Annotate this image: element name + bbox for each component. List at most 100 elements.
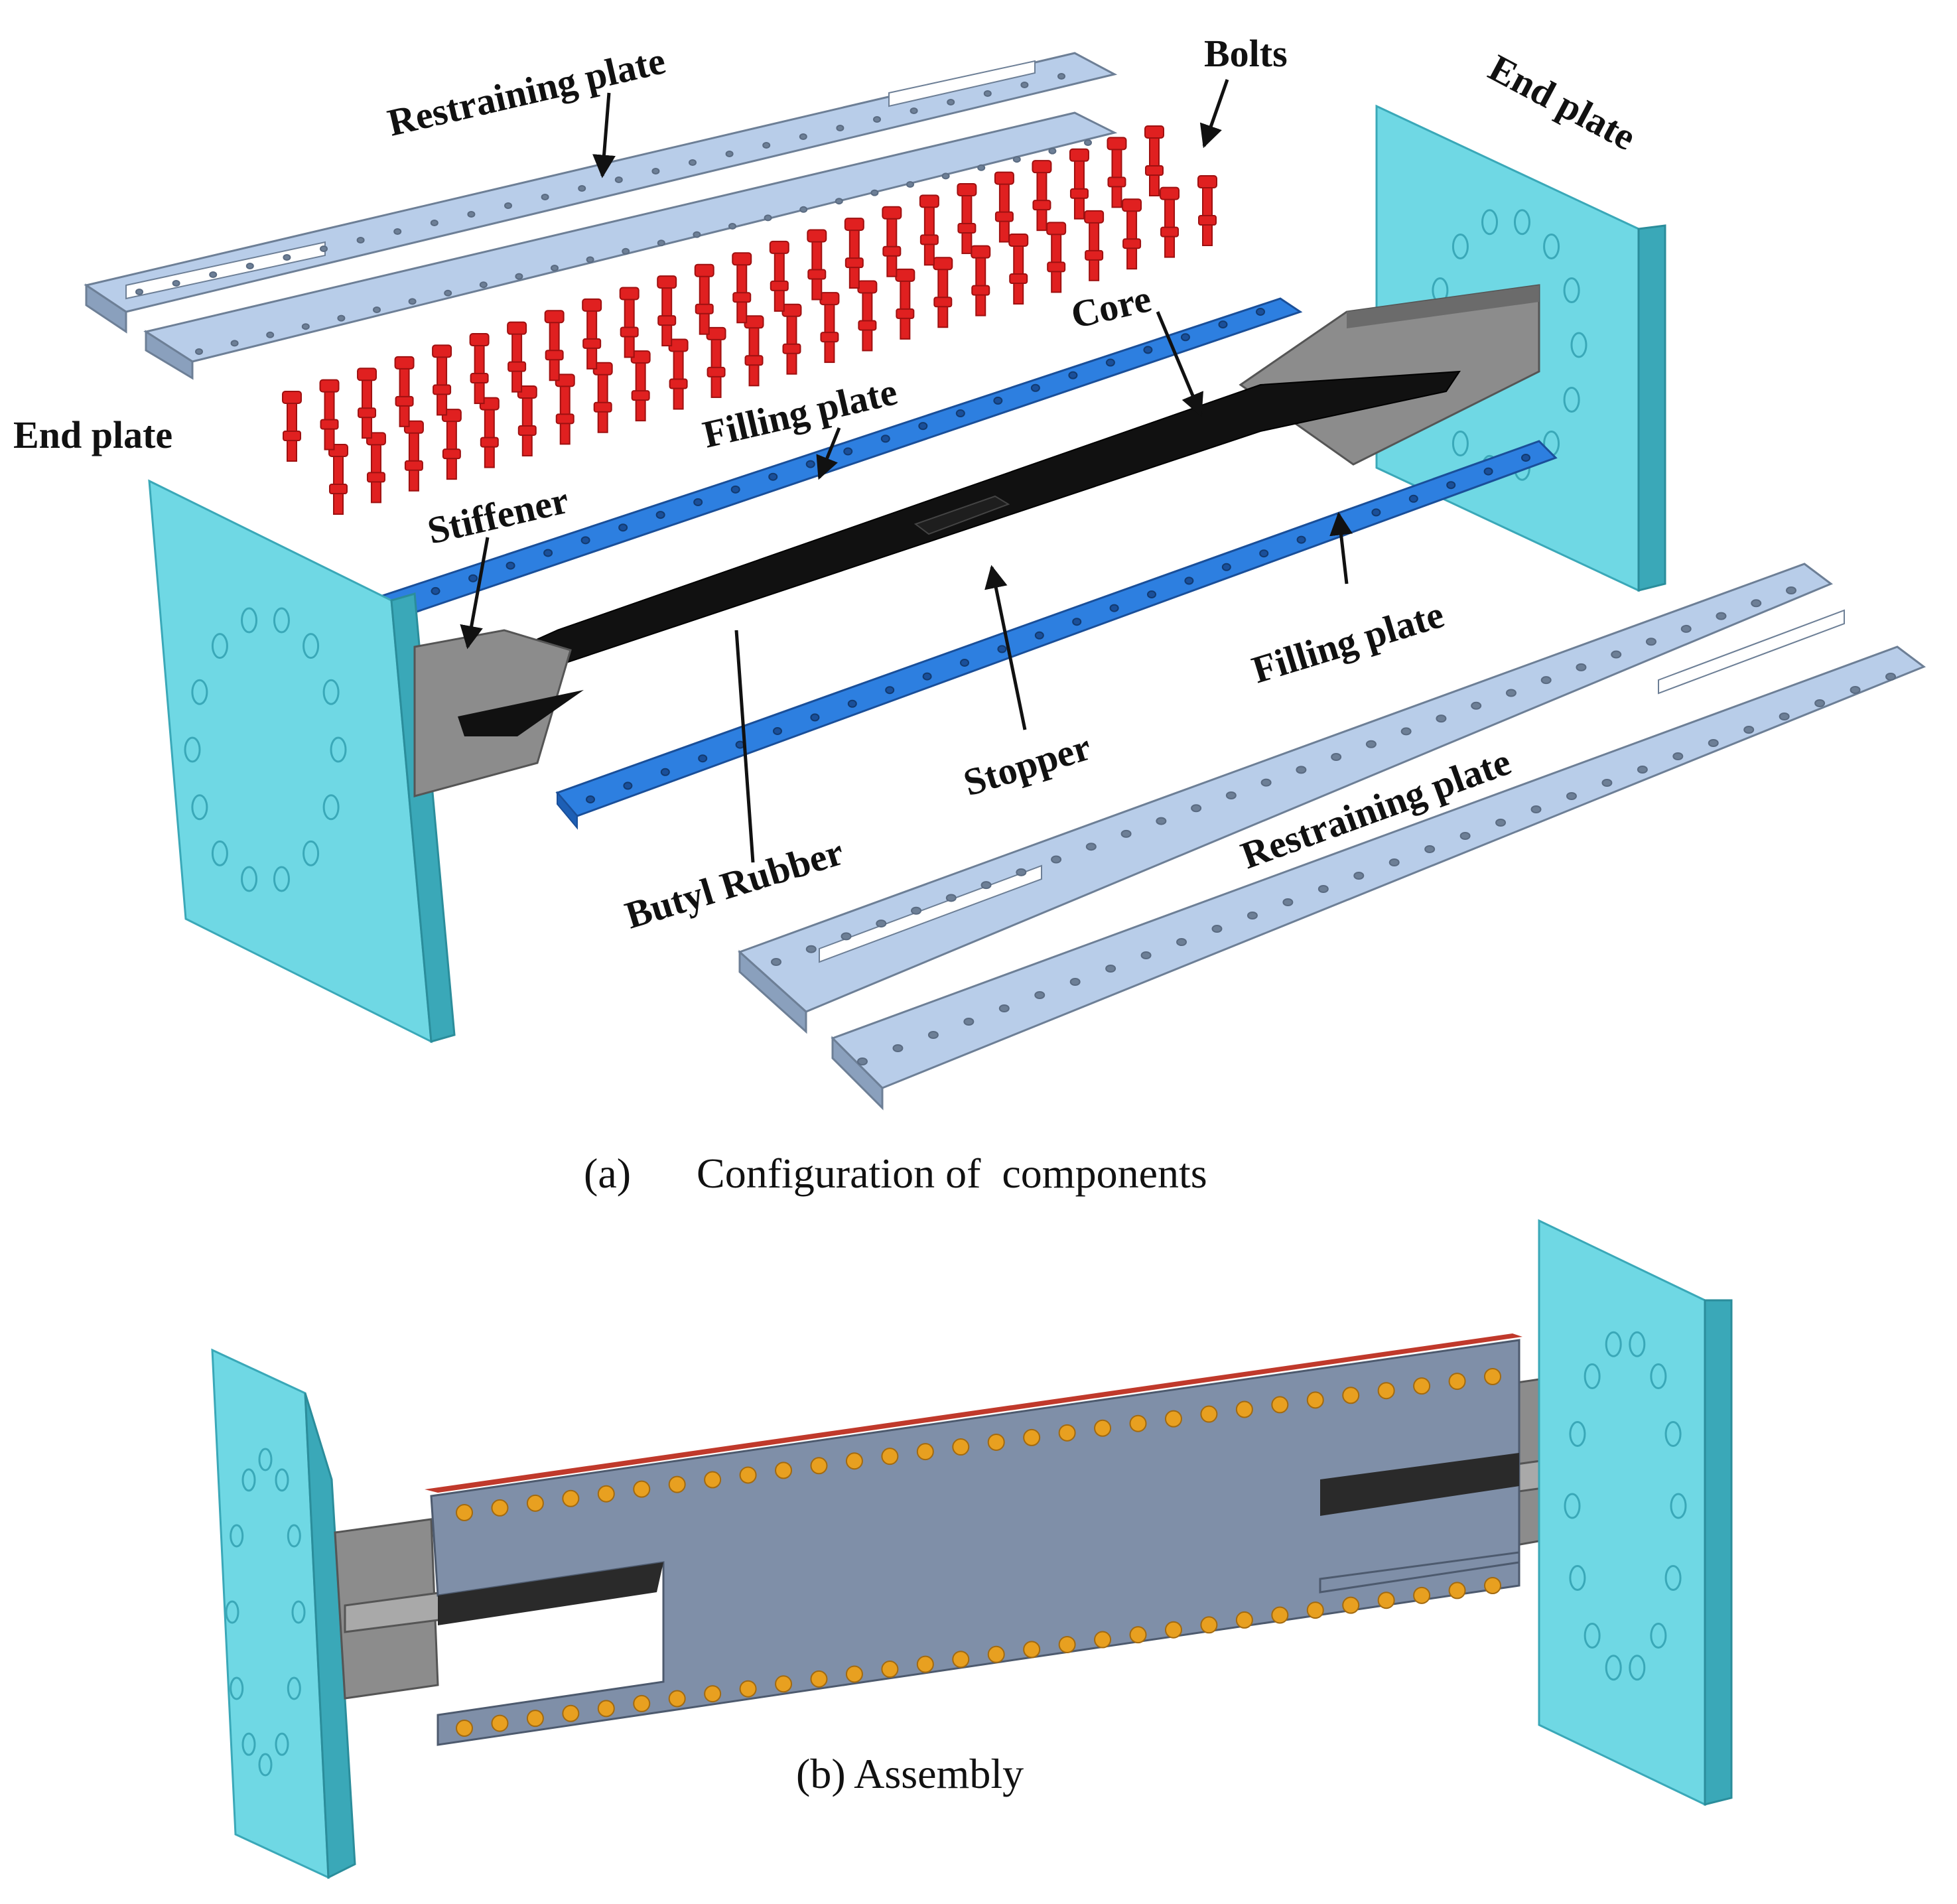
hole <box>1483 467 1493 476</box>
bolt-hole <box>322 679 340 705</box>
hole <box>1271 1606 1289 1624</box>
label-end-plate-left: End plate <box>13 413 172 456</box>
hole <box>843 447 853 456</box>
bolt-hole <box>1670 1493 1687 1519</box>
bolt-hole <box>241 866 258 892</box>
bolt-nut <box>707 366 726 377</box>
hole <box>245 263 254 269</box>
hole <box>693 231 701 238</box>
hole <box>408 298 417 305</box>
hole <box>526 1710 544 1728</box>
bolt-shank <box>399 362 410 427</box>
bolt-head <box>1107 137 1127 151</box>
bolt-nut <box>782 343 801 354</box>
hole <box>841 932 852 941</box>
bolt-nut <box>919 234 939 245</box>
hole <box>504 202 512 209</box>
bolt-nut <box>593 401 612 413</box>
hole <box>1576 663 1587 671</box>
hole <box>810 713 820 722</box>
hole <box>910 107 918 114</box>
bolt-shank <box>699 270 710 335</box>
hole <box>1371 508 1381 517</box>
bolt-nut <box>329 484 348 494</box>
hole <box>918 422 928 431</box>
hole <box>580 536 590 545</box>
bolt-head <box>657 275 677 289</box>
hole <box>980 881 992 890</box>
label-butyl-rubber: Butyl Rubber <box>620 830 848 937</box>
bolt-hole <box>1569 1564 1586 1591</box>
hole <box>668 1690 686 1708</box>
hole <box>515 273 523 280</box>
hole <box>810 1457 828 1475</box>
filling-plate-bottom-holes <box>586 454 1530 803</box>
bolt-hole <box>322 794 340 821</box>
bolt-head <box>469 333 490 347</box>
hole <box>771 958 781 966</box>
hole <box>1225 791 1237 799</box>
hole <box>768 472 778 481</box>
bolt-hole <box>1570 332 1587 358</box>
bolt-head <box>933 257 953 271</box>
hole <box>1296 535 1306 544</box>
hole <box>1235 1400 1253 1418</box>
hole <box>1471 701 1482 710</box>
hole <box>1085 843 1097 851</box>
hole <box>1331 753 1342 762</box>
bolt-hole <box>1664 1564 1682 1591</box>
hole <box>1235 1611 1253 1629</box>
hole <box>1129 1626 1147 1644</box>
label-core: Core <box>1067 277 1155 337</box>
bolt-shank <box>1013 240 1024 305</box>
hole <box>1680 624 1692 633</box>
hole <box>987 1433 1005 1451</box>
bolt-nut <box>1047 261 1066 273</box>
bolt-hole <box>1513 209 1530 236</box>
bolt-shank <box>862 287 873 352</box>
assembly-end-plate-left <box>211 1348 356 1879</box>
hole <box>135 289 143 295</box>
hole <box>230 340 239 347</box>
hole <box>775 1675 793 1693</box>
bolt-head <box>619 287 640 301</box>
hole <box>805 945 817 953</box>
hole <box>799 133 807 140</box>
hole <box>773 727 782 735</box>
hole <box>1012 156 1021 163</box>
hole <box>468 574 478 582</box>
bolt-hole <box>1650 1622 1667 1649</box>
bolt-hole <box>225 1600 239 1624</box>
bolt-shank <box>370 439 381 504</box>
hole <box>906 181 914 188</box>
hole <box>1786 586 1796 594</box>
bolt-nut <box>994 211 1014 222</box>
bolt-head <box>1160 186 1180 200</box>
bolt-hole <box>1563 386 1580 413</box>
assembly-bolts <box>456 1368 1501 1737</box>
hole <box>1408 494 1418 503</box>
bolt-head <box>1144 125 1164 139</box>
label-bolts: Bolts <box>1204 32 1288 75</box>
hole <box>1296 766 1307 774</box>
hole <box>456 1504 473 1521</box>
bolt-nut <box>620 326 639 338</box>
hole <box>1048 147 1057 155</box>
hole <box>1317 885 1329 893</box>
hole <box>1424 845 1436 853</box>
hole <box>491 1714 509 1732</box>
hole <box>1779 713 1790 720</box>
bolt-head <box>282 391 302 404</box>
bolt-shank <box>848 224 860 289</box>
hole <box>1645 638 1656 646</box>
hole <box>762 142 771 149</box>
hole <box>997 645 1007 653</box>
hole <box>1105 358 1115 367</box>
hole <box>885 686 895 695</box>
bolt-nut <box>1107 176 1126 188</box>
bolt-nut <box>896 308 915 319</box>
bolt-head <box>732 252 752 266</box>
bolt-hole <box>287 1676 301 1700</box>
bolt-nut <box>882 245 902 257</box>
